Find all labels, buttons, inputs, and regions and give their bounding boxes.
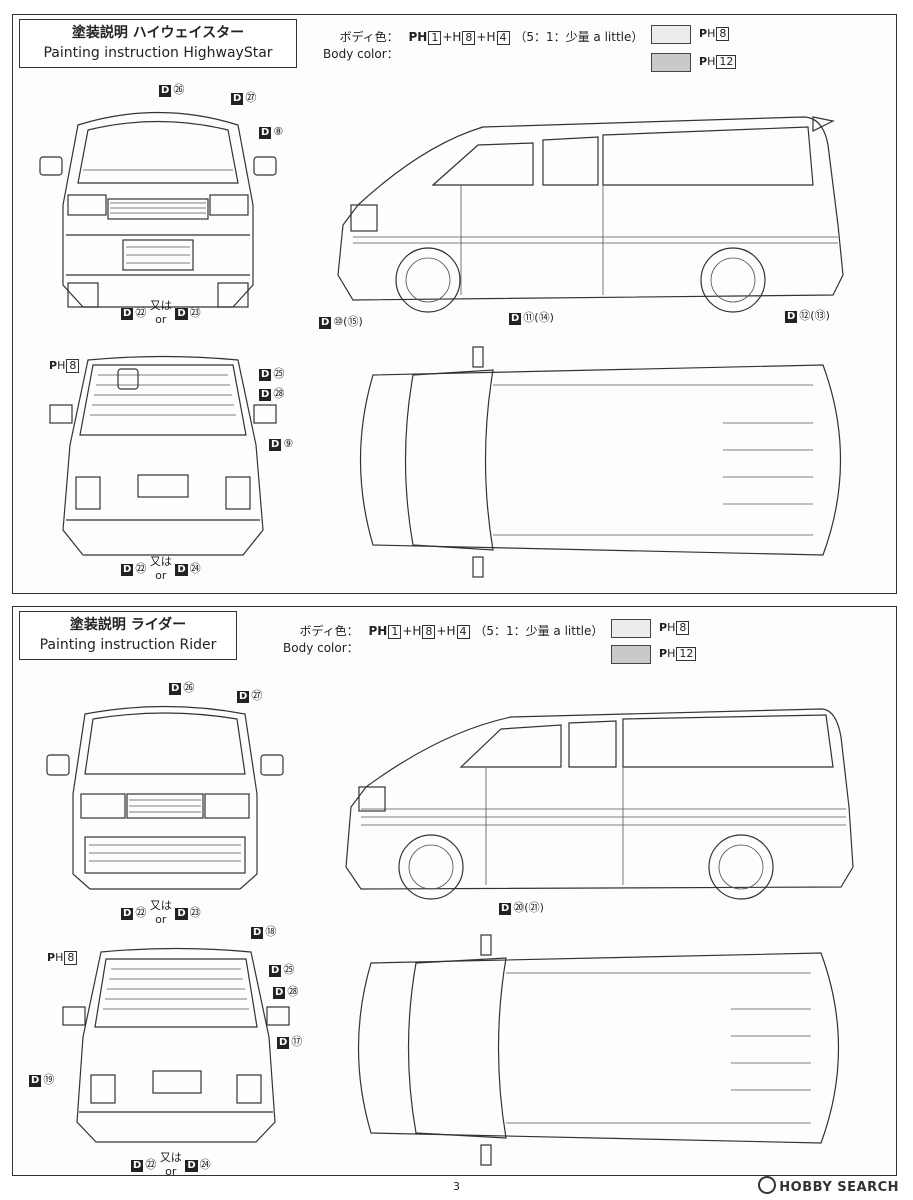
van-top-view bbox=[359, 346, 842, 578]
title-en: Painting instruction HighwayStar bbox=[43, 45, 273, 61]
watermark-logo-icon bbox=[758, 1176, 777, 1194]
body-color-label-en: Body color： bbox=[283, 641, 359, 655]
paint-code: 8 bbox=[422, 625, 436, 639]
van-top-view bbox=[357, 934, 840, 1166]
body-color-label-jp: ボディ色： bbox=[299, 624, 359, 638]
paint-code-prefix: PH bbox=[368, 624, 388, 638]
van-side-view bbox=[345, 708, 854, 900]
section-title: 塗装説明 ライダー Painting instruction Rider bbox=[19, 611, 237, 660]
paint-swatch bbox=[651, 25, 691, 44]
page-number: 3 bbox=[453, 1180, 460, 1193]
section-title: 塗装説明 ハイウェイスター Painting instruction Highw… bbox=[19, 19, 297, 68]
section-rider: 塗装説明 ライダー Painting instruction Rider ボディ… bbox=[12, 606, 897, 1178]
title-jp: 塗装説明 ハイウェイスター bbox=[71, 25, 245, 41]
paint-code-prefix: PH bbox=[408, 30, 428, 44]
van-front-view bbox=[39, 111, 277, 308]
title-en: Painting instruction Rider bbox=[39, 637, 217, 653]
paint-ratio: （5：1：少量 a little） bbox=[514, 30, 644, 44]
van-rear-view bbox=[62, 947, 290, 1143]
paint-swatch bbox=[651, 53, 691, 72]
paint-code: 4 bbox=[456, 625, 470, 639]
title-jp: 塗装説明 ライダー bbox=[69, 617, 187, 633]
paint-swatch bbox=[611, 645, 651, 664]
paint-swatch bbox=[611, 619, 651, 638]
paint-code: 1 bbox=[428, 31, 442, 45]
paint-code: 4 bbox=[496, 31, 510, 45]
paint-code: 8 bbox=[462, 31, 476, 45]
van-rear-view bbox=[49, 355, 277, 556]
body-color-label-jp: ボディ色： bbox=[339, 30, 399, 44]
van-front-view bbox=[46, 705, 284, 890]
van-side-view bbox=[337, 116, 844, 313]
paint-code: 1 bbox=[388, 625, 402, 639]
watermark: HOBBY SEARCH bbox=[758, 1176, 899, 1195]
body-color-label-en: Body color： bbox=[323, 47, 399, 61]
paint-ratio: （5：1：少量 a little） bbox=[474, 624, 604, 638]
section-highwaystar: 塗装説明 ハイウェイスター Painting instruction Highw… bbox=[12, 14, 897, 594]
